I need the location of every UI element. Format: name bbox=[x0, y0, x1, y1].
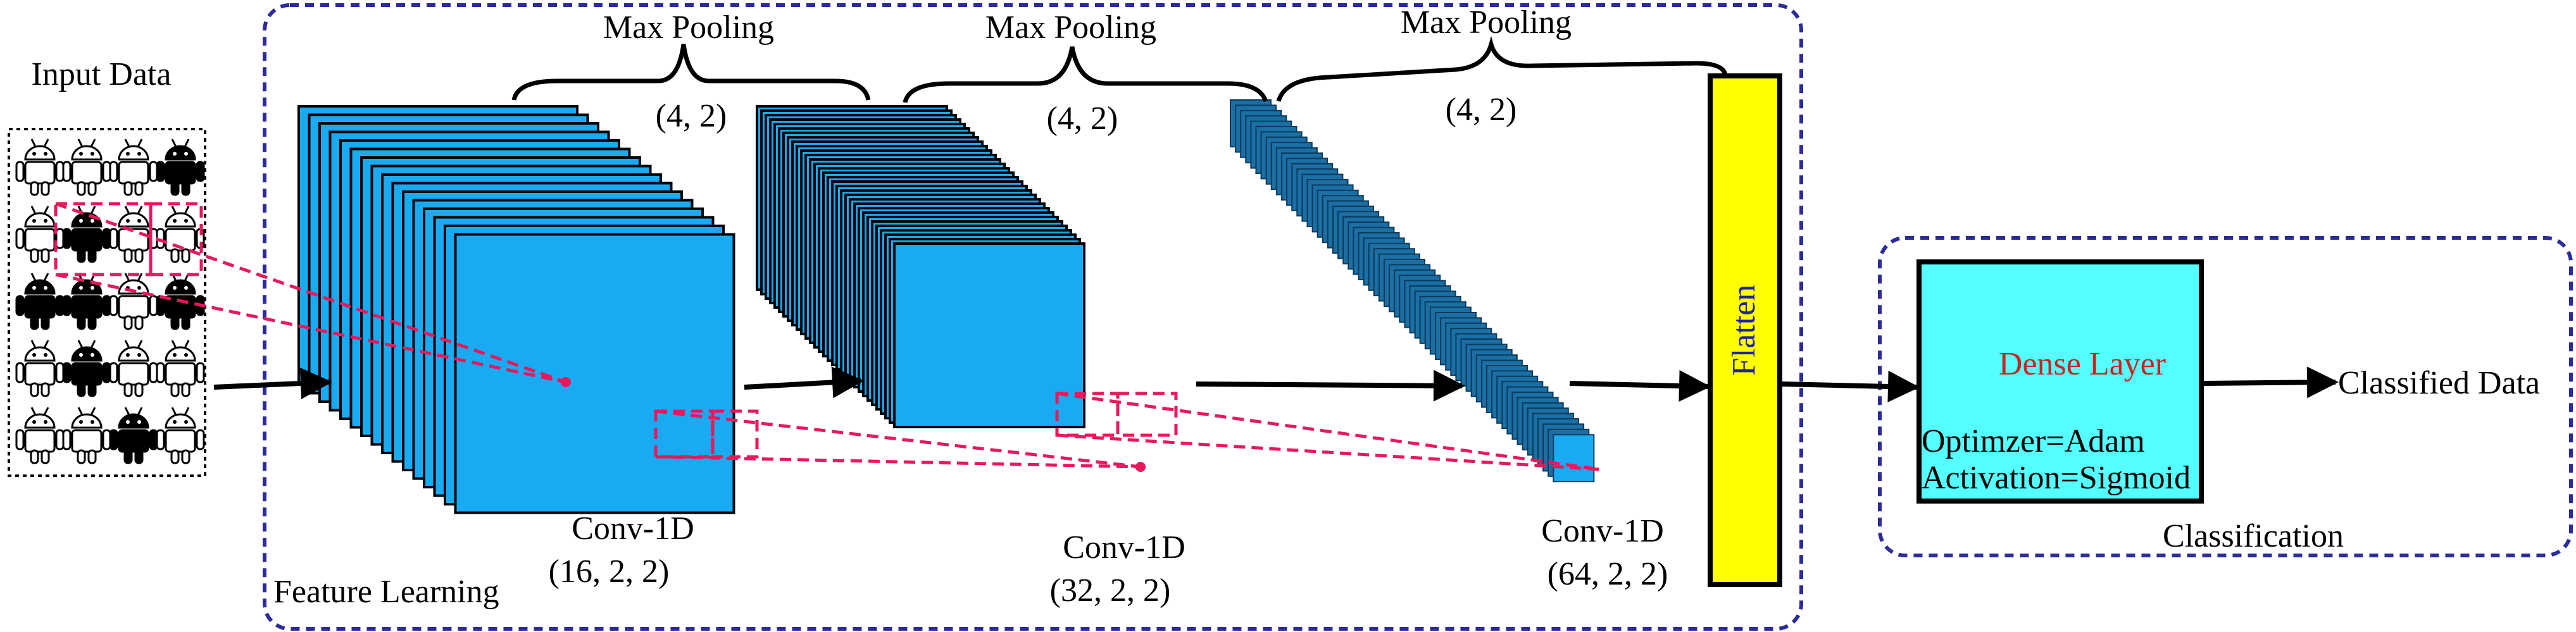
flatten-layer bbox=[1708, 73, 1782, 587]
dense-layer-title: Dense Layer bbox=[1999, 346, 2166, 382]
pooling-braces bbox=[511, 35, 1728, 103]
flatten-label: Flatten bbox=[1726, 285, 1762, 376]
conv1-target-point bbox=[561, 377, 571, 387]
pooling-1-label: Max Pooling bbox=[603, 9, 774, 46]
pooling-2-label: Max Pooling bbox=[985, 9, 1156, 46]
android-icon bbox=[156, 206, 205, 263]
conv2-receptive-window-b bbox=[1116, 392, 1178, 437]
conv2-target-point bbox=[1135, 462, 1146, 472]
android-icon bbox=[156, 273, 205, 330]
conv1-params: (16, 2, 2) bbox=[549, 554, 670, 590]
conv2-label: Conv-1D bbox=[1063, 530, 1185, 566]
pooling-2-params: (4, 2) bbox=[1047, 101, 1118, 137]
flow-arrows bbox=[213, 366, 2339, 402]
arrow-conv2-to-conv3 bbox=[1196, 369, 1465, 402]
pooling-brace-2 bbox=[903, 46, 1268, 103]
android-icon bbox=[109, 407, 158, 464]
android-icon bbox=[15, 206, 65, 263]
input-receptive-window-a bbox=[54, 202, 153, 276]
arrow-dense-to-output bbox=[2203, 366, 2339, 399]
input-data-grid bbox=[15, 139, 205, 464]
android-icon bbox=[109, 273, 158, 330]
classification-label: Classification bbox=[2163, 518, 2344, 554]
android-icon bbox=[62, 139, 111, 196]
conv2-params: (32, 2, 2) bbox=[1050, 573, 1171, 609]
input-receptive-window-b bbox=[149, 202, 203, 276]
android-icon bbox=[15, 407, 65, 464]
pooling-3-params: (4, 2) bbox=[1446, 92, 1517, 128]
arrow-conv3-to-flatten bbox=[1569, 369, 1711, 402]
classified-data-label: Classified Data bbox=[2338, 365, 2540, 401]
conv3-label: Conv-1D bbox=[1541, 513, 1664, 549]
optimizer-label: Optimzer=Adam bbox=[1922, 423, 2145, 459]
android-icon bbox=[62, 273, 111, 330]
receptive-field-projections bbox=[54, 202, 1601, 471]
feature-map-slice bbox=[893, 242, 1085, 428]
conv3-params: (64, 2, 2) bbox=[1547, 556, 1668, 592]
conv2-feature-maps bbox=[756, 105, 1085, 428]
input-data-label: Input Data bbox=[32, 56, 172, 92]
conv1-label: Conv-1D bbox=[572, 511, 694, 547]
feature-map-slice bbox=[1553, 434, 1595, 483]
pooling-brace-3 bbox=[1276, 35, 1728, 102]
feature-map-slice bbox=[454, 233, 735, 514]
pooling-1-params: (4, 2) bbox=[656, 98, 727, 134]
android-icon bbox=[15, 340, 65, 397]
conv3-feature-maps bbox=[1230, 99, 1595, 483]
dense-layer-box bbox=[1916, 259, 2204, 504]
pooling-3-label: Max Pooling bbox=[1401, 4, 1572, 40]
activation-label: Activation=Sigmoid bbox=[1922, 460, 2191, 496]
arrow-input-to-conv1 bbox=[213, 368, 332, 399]
feature-learning-label: Feature Learning bbox=[273, 574, 499, 610]
android-icon bbox=[109, 206, 158, 263]
android-icon bbox=[109, 139, 158, 196]
android-icon bbox=[15, 139, 65, 196]
input-data-box bbox=[8, 128, 206, 477]
arrow-flatten-to-dense bbox=[1782, 370, 1920, 402]
android-icon bbox=[109, 340, 158, 397]
android-icon bbox=[156, 139, 205, 196]
pooling-brace-1 bbox=[511, 44, 871, 101]
android-icon bbox=[62, 206, 111, 263]
conv1-feature-maps bbox=[297, 105, 735, 514]
feature-learning-frame bbox=[263, 3, 1803, 631]
android-icon bbox=[156, 340, 205, 397]
conv1-receptive-window-b bbox=[711, 409, 759, 459]
android-icon bbox=[156, 407, 205, 464]
android-icon bbox=[62, 340, 111, 397]
android-icon bbox=[62, 407, 111, 464]
android-icon bbox=[15, 273, 65, 330]
arrow-conv1-to-conv2 bbox=[744, 366, 864, 399]
classification-frame bbox=[1878, 236, 2573, 557]
